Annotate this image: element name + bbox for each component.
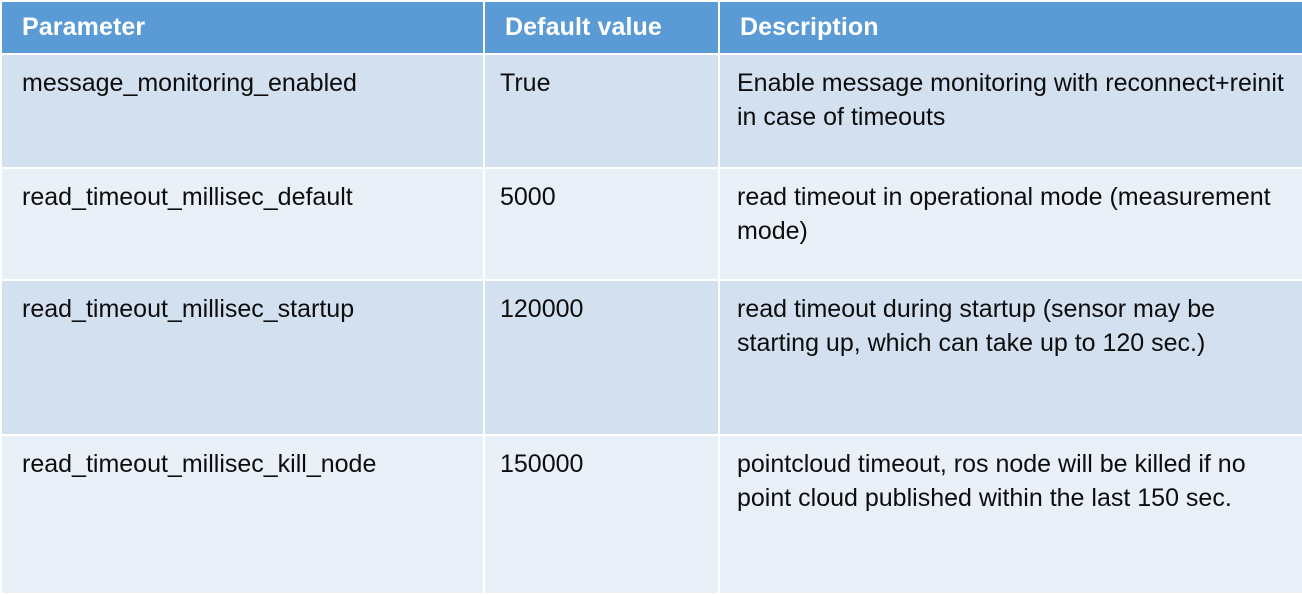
- column-header-description: Description: [720, 2, 1302, 53]
- cell-default-value: 120000: [485, 281, 718, 434]
- cell-parameter: read_timeout_millisec_kill_node: [2, 436, 483, 593]
- cell-description: read timeout during startup (sensor may …: [720, 281, 1302, 434]
- cell-description: pointcloud timeout, ros node will be kil…: [720, 436, 1302, 593]
- cell-default-value: 5000: [485, 169, 718, 279]
- cell-default-value: True: [485, 55, 718, 167]
- table-body: message_monitoring_enabled True Enable m…: [2, 55, 1302, 593]
- table-row: read_timeout_millisec_default 5000 read …: [2, 169, 1302, 279]
- column-header-default-value: Default value: [485, 2, 718, 53]
- cell-description: read timeout in operational mode (measur…: [720, 169, 1302, 279]
- cell-parameter: read_timeout_millisec_startup: [2, 281, 483, 434]
- table-header-row: Parameter Default value Description: [2, 2, 1302, 53]
- column-header-parameter: Parameter: [2, 2, 483, 53]
- table-row: read_timeout_millisec_startup 120000 rea…: [2, 281, 1302, 434]
- table-row: read_timeout_millisec_kill_node 150000 p…: [2, 436, 1302, 593]
- cell-parameter: read_timeout_millisec_default: [2, 169, 483, 279]
- cell-parameter: message_monitoring_enabled: [2, 55, 483, 167]
- table-header: Parameter Default value Description: [2, 2, 1302, 53]
- cell-default-value: 150000: [485, 436, 718, 593]
- cell-description: Enable message monitoring with reconnect…: [720, 55, 1302, 167]
- table-row: message_monitoring_enabled True Enable m…: [2, 55, 1302, 167]
